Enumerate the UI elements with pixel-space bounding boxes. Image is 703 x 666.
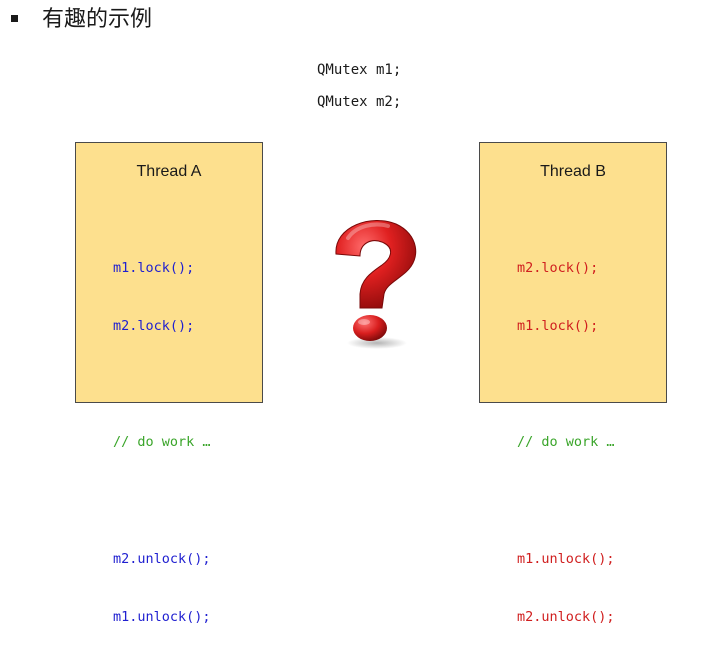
thread-a-panel: Thread A m1.lock(); m2.lock(); // do wor… (75, 142, 263, 625)
code-line: m2.lock(); (113, 318, 195, 335)
code-line-blank (517, 492, 615, 511)
question-mark-icon (335, 220, 417, 349)
mutex-declaration-m1: QMutex m1; (317, 62, 402, 78)
code-line: m1.lock(); (517, 318, 599, 335)
code-line: m1.unlock(); (113, 609, 211, 626)
code-line: m2.unlock(); (113, 550, 211, 567)
code-line-blank (113, 375, 211, 394)
code-line: m2.lock(); (517, 259, 599, 276)
slide-title: 有趣的示例 (42, 7, 153, 32)
thread-b-code: m2.lock(); m1.lock(); // do work … m1.un… (517, 220, 615, 666)
mutex-declaration-m2: QMutex m2; (317, 94, 402, 110)
thread-a-title: Thread A (136, 163, 202, 180)
code-line: m1.unlock(); (517, 550, 615, 567)
code-line: m1.lock(); (113, 259, 195, 276)
code-comment: // do work … (517, 434, 615, 451)
thread-b-panel: Thread B m2.lock(); m1.lock(); // do wor… (479, 142, 667, 625)
code-line: m2.unlock(); (517, 609, 615, 626)
thread-a-code: m1.lock(); m2.lock(); // do work … m2.un… (113, 220, 211, 666)
code-line-blank (113, 492, 211, 511)
code-line-blank (517, 375, 615, 394)
thread-b-title: Thread B (540, 163, 606, 180)
code-comment: // do work … (113, 434, 211, 451)
bullet-icon (11, 15, 18, 22)
